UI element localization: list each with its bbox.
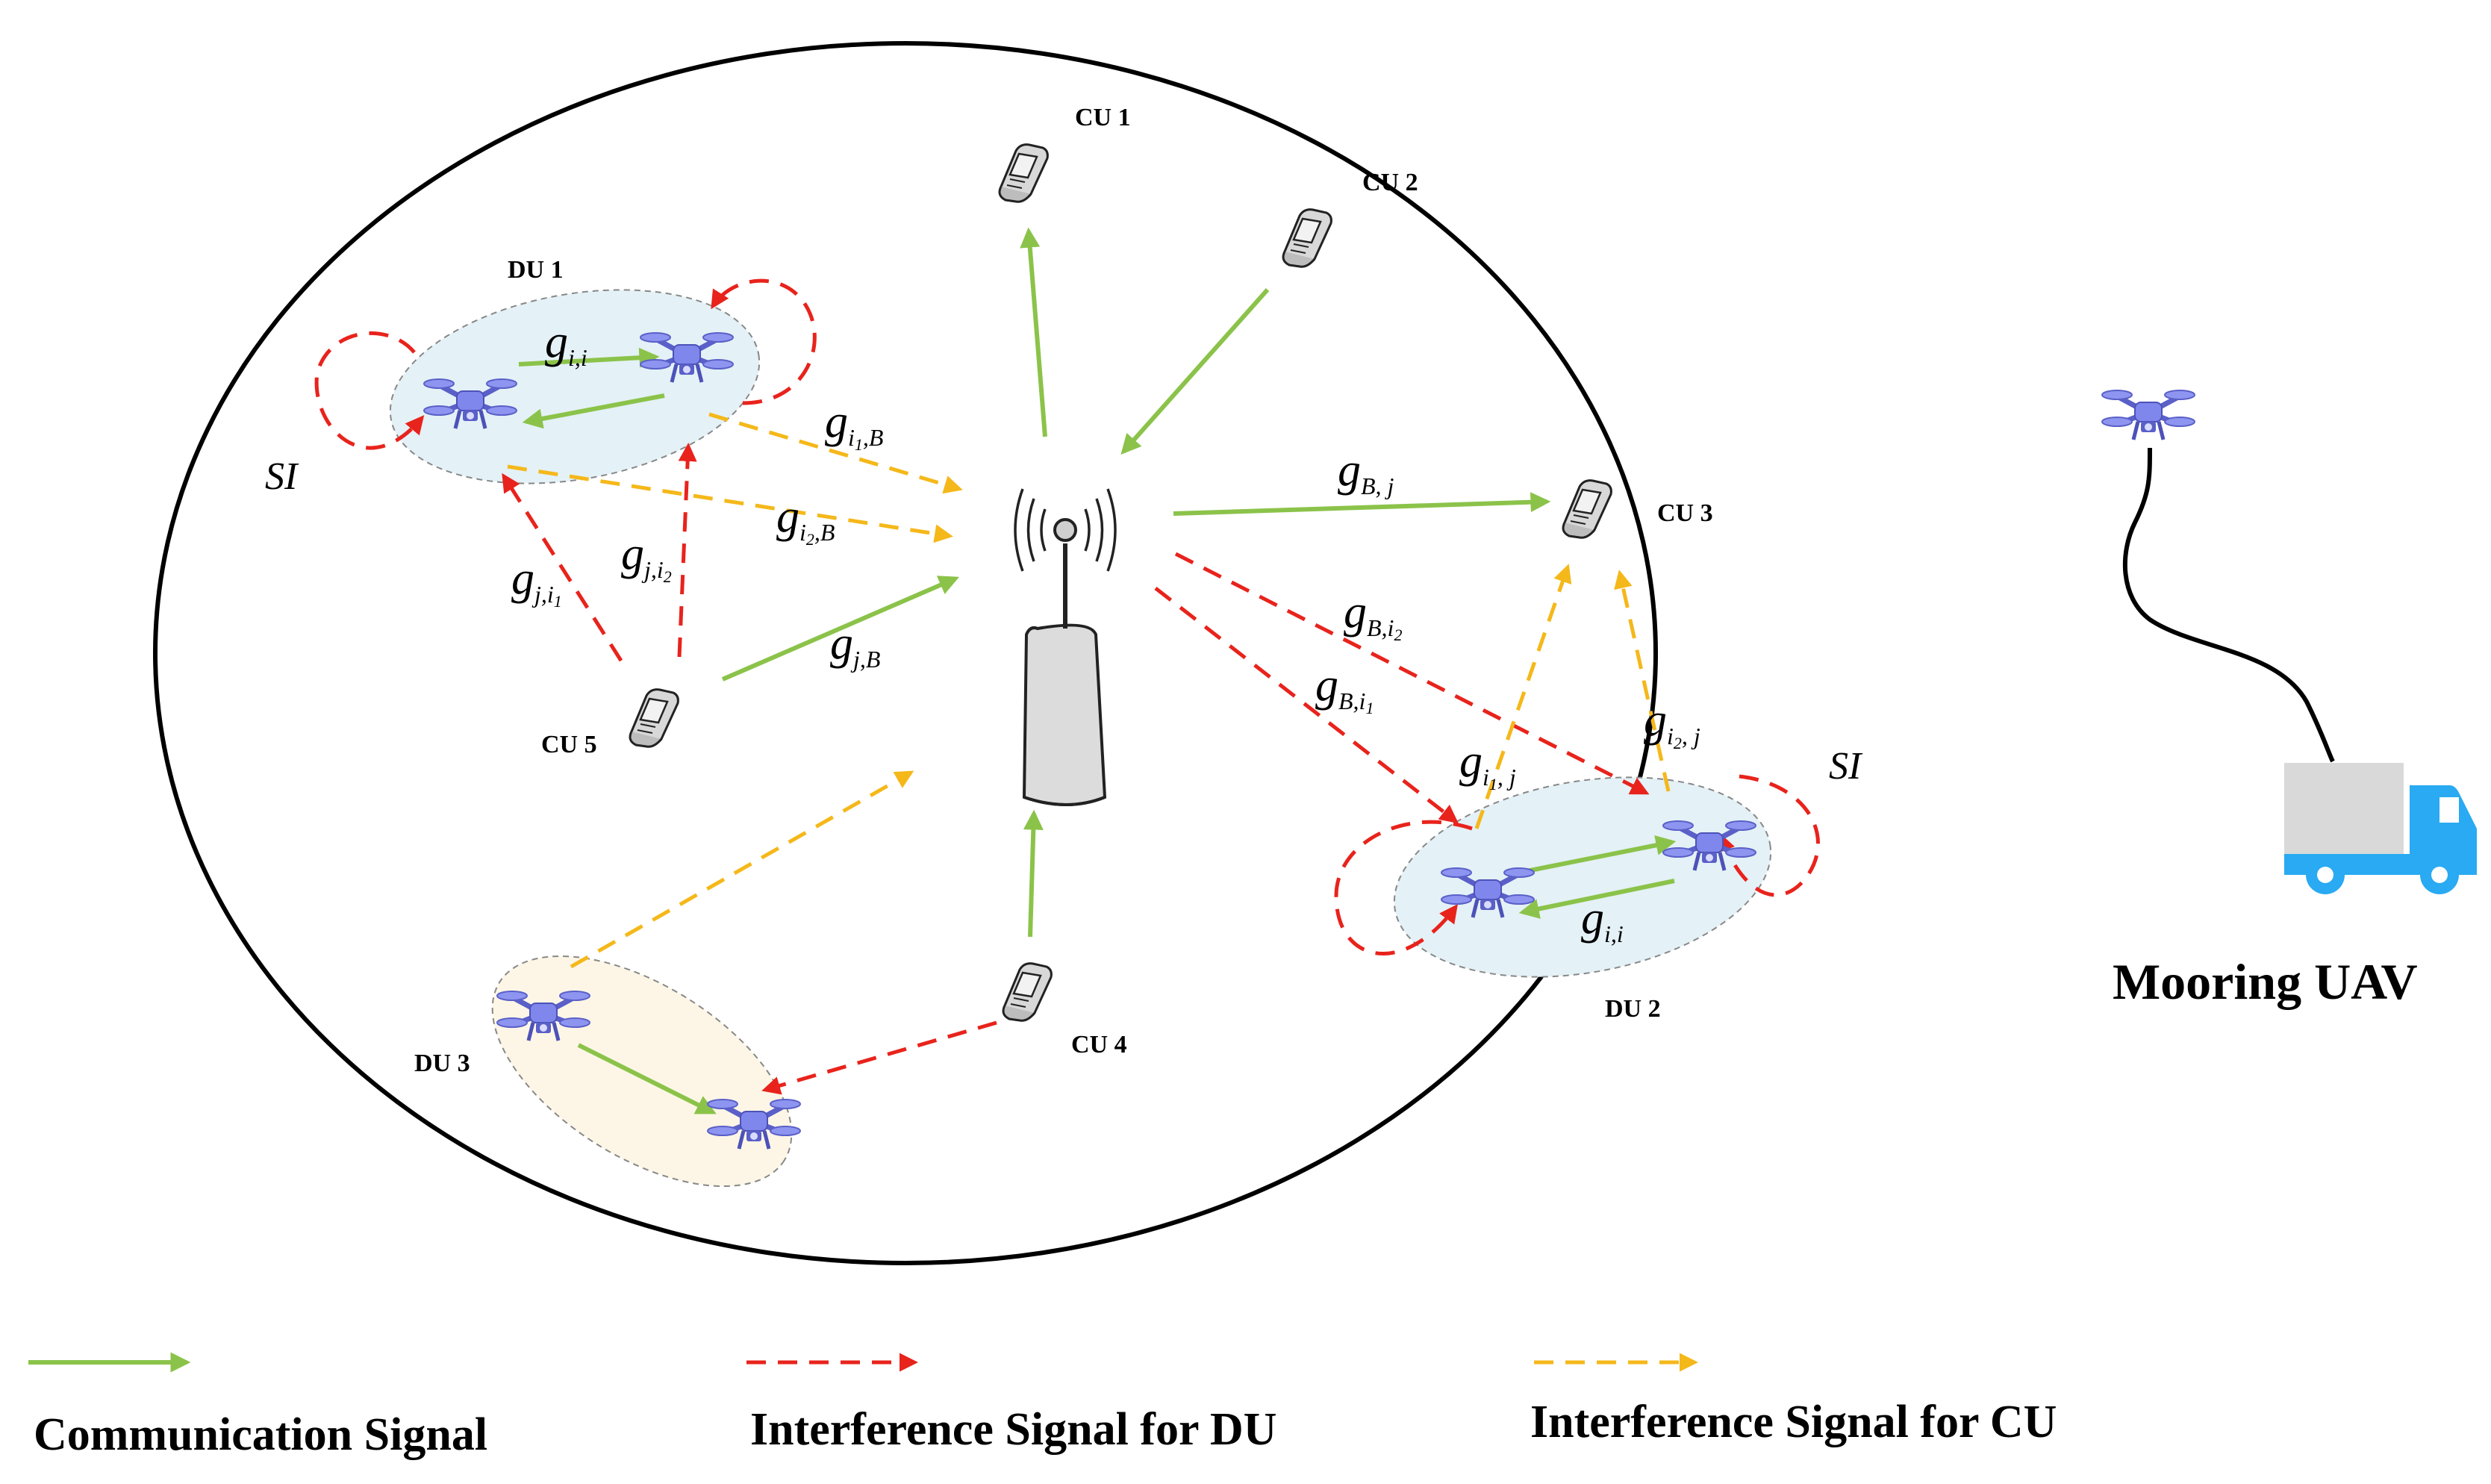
channel-gBj: gB, j <box>1338 445 1394 499</box>
legend-communication-label: Communication Signal <box>34 1409 487 1460</box>
cu1-phone-icon <box>998 143 1049 203</box>
arrow-cu5-du1-a <box>502 473 623 662</box>
mooring-uav-label: Mooring UAV <box>2113 953 2418 1010</box>
du2-cluster <box>1393 776 1772 978</box>
cu5-phone-icon <box>629 688 679 748</box>
channel-gii-du1: gi,i <box>545 317 587 371</box>
channel-gjB: gj,B <box>830 618 880 673</box>
channel-gBi2: gB,i2 <box>1344 587 1402 644</box>
arrow-bs-cu1 <box>1020 227 1047 437</box>
mooring-drone-icon <box>2102 390 2195 440</box>
si-loop-du1-left <box>314 331 425 450</box>
tether-cable <box>2122 447 2335 763</box>
cu4-label: CU 4 <box>1071 1031 1127 1059</box>
channel-gi1j: gi1, j <box>1459 736 1516 794</box>
arrow-du2-intra-2 <box>1518 879 1675 919</box>
channel-gji2: gj,i2 <box>621 529 672 586</box>
arrow-du1-bs-a <box>708 412 963 494</box>
legend: Communication Signal Interference Signal… <box>28 1352 2057 1460</box>
channel-gi2j: gi2, j <box>1644 695 1700 752</box>
arrow-du1-intra-1 <box>518 347 660 368</box>
si-label-du1: SI <box>265 455 299 498</box>
si-loop-du1-right <box>711 278 817 405</box>
channel-gi2B: gi2,B <box>776 491 835 549</box>
cu4-phone-icon <box>1002 962 1053 1022</box>
si-label-du2: SI <box>1829 745 1863 788</box>
base-station <box>1014 488 1117 806</box>
legend-interference-du-label: Interference Signal for DU <box>750 1404 1276 1455</box>
cu1-label: CU 1 <box>1075 104 1131 131</box>
du3-label: DU 3 <box>414 1050 470 1077</box>
arrow-du2-cu3-b <box>1614 570 1671 792</box>
arrow-bs-du2-a <box>1174 552 1650 795</box>
arrow-du1-intra-2 <box>522 393 665 429</box>
arrow-du2-cu3-a <box>1474 564 1572 829</box>
si-loop-du2-left <box>1334 820 1473 955</box>
arrow-du3-intra <box>577 1043 717 1114</box>
cu5-label: CU 5 <box>541 731 597 758</box>
arrow-bs-du2-b <box>1154 587 1459 824</box>
channel-gji1: gj,i1 <box>511 553 562 611</box>
truck-icon <box>2284 763 2477 894</box>
arrow-du3-bs <box>570 770 914 969</box>
channel-gi1B: gi1,B <box>825 396 883 454</box>
cu3-phone-icon <box>1562 479 1612 539</box>
du1-label: DU 1 <box>508 256 564 284</box>
arrow-cu4-bs <box>1023 809 1044 938</box>
channel-gii-du2: gi,i <box>1581 893 1624 947</box>
du2-label: DU 2 <box>1605 995 1661 1023</box>
arrow-cu4-du3 <box>761 1020 997 1095</box>
arrow-du2-intra-1 <box>1522 835 1677 874</box>
channel-gBi1: gB,i1 <box>1315 660 1374 717</box>
cell-boundary <box>153 41 1658 1265</box>
cu2-phone-icon <box>1282 208 1332 268</box>
cu2-label: CU 2 <box>1362 169 1418 196</box>
legend-interference-cu-label: Interference Signal for CU <box>1530 1397 2057 1447</box>
arrow-cu2-bs <box>1120 288 1270 455</box>
cu3-label: CU 3 <box>1657 499 1713 527</box>
arrow-du1-bs-b <box>507 464 953 543</box>
arrow-cu5-bs <box>721 576 959 682</box>
du3-cluster <box>491 955 793 1188</box>
arrow-cu5-du1-b <box>677 443 697 658</box>
arrow-bs-cu3 <box>1173 492 1551 516</box>
